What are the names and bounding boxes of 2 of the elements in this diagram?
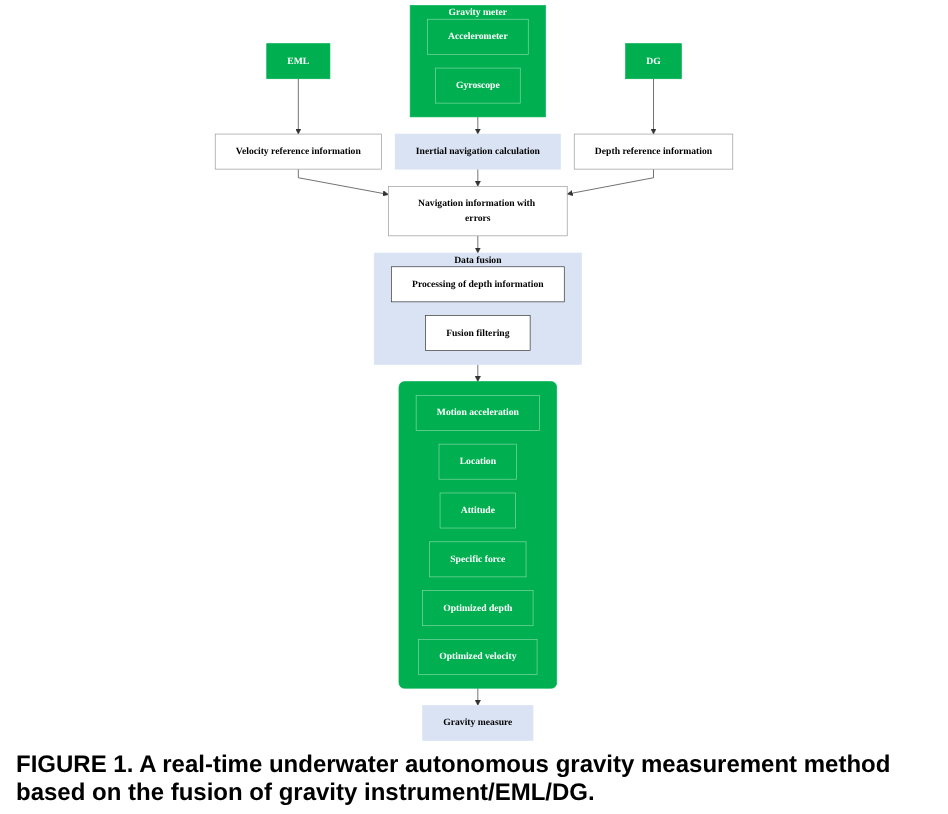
figure-caption: FIGURE 1. A real-time underwater autonomous gravity measurement method based on the fusion of gravity instrument/EML/DG.: [14, 748, 893, 810]
cluster: [398, 381, 557, 689]
